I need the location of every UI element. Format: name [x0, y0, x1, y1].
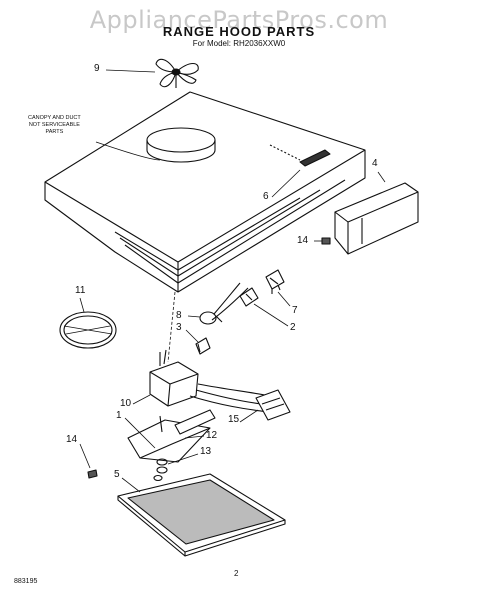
screw-upper: [321, 237, 331, 245]
fan-blade: [155, 58, 199, 88]
callout-5: 5: [114, 469, 120, 480]
grease-filter: [117, 473, 286, 557]
note-line-2: NOT SERVICEABLE: [28, 122, 80, 128]
callout-14-upper: 14: [297, 235, 309, 246]
fan-switch: [265, 269, 285, 294]
screw-lower: [87, 469, 98, 479]
callout-11: 11: [75, 285, 86, 296]
damper-bracket: [334, 182, 419, 255]
callout-15: 15: [228, 414, 240, 425]
callout-13: 13: [200, 446, 212, 457]
range-hood-canopy: [44, 91, 366, 293]
leader-lines: [79, 69, 386, 493]
note-line-1: CANOPY AND DUCT: [28, 115, 81, 121]
grease-filter-clip: [255, 389, 291, 421]
document-code: 883195: [14, 578, 38, 585]
callout-4: 4: [372, 158, 378, 169]
callout-12: 12: [206, 430, 218, 441]
light-switch: [239, 287, 259, 307]
callout-9: 9: [94, 63, 100, 74]
callout-10: 10: [120, 398, 132, 409]
light-socket: [199, 282, 249, 325]
callout-1: 1: [116, 410, 122, 421]
callout-14-lower: 14: [66, 434, 78, 445]
callout-7: 7: [292, 305, 298, 316]
light-lens-ring: [59, 311, 117, 349]
mounting-washers: [153, 458, 168, 482]
callout-3: 3: [176, 322, 182, 333]
watermark-text: AppliancePartsPros.com: [89, 6, 389, 34]
model-subtitle: For Model: RH2036XXW0: [192, 39, 286, 48]
blower-wheel: [174, 409, 216, 435]
bulb-socket-clip: [195, 337, 211, 355]
diagram-title: RANGE HOOD PARTS: [162, 24, 316, 39]
callout-2: 2: [290, 322, 296, 333]
motor-mount-bracket: [127, 415, 211, 463]
canopy-note: CANOPY AND DUCT NOT SERVICEABLE PARTS: [28, 115, 81, 136]
page-number: 2: [234, 569, 239, 578]
callout-6: 6: [263, 191, 269, 202]
callout-8: 8: [176, 310, 182, 321]
motor-leader: [167, 291, 176, 363]
note-line-3: PARTS: [45, 129, 64, 135]
